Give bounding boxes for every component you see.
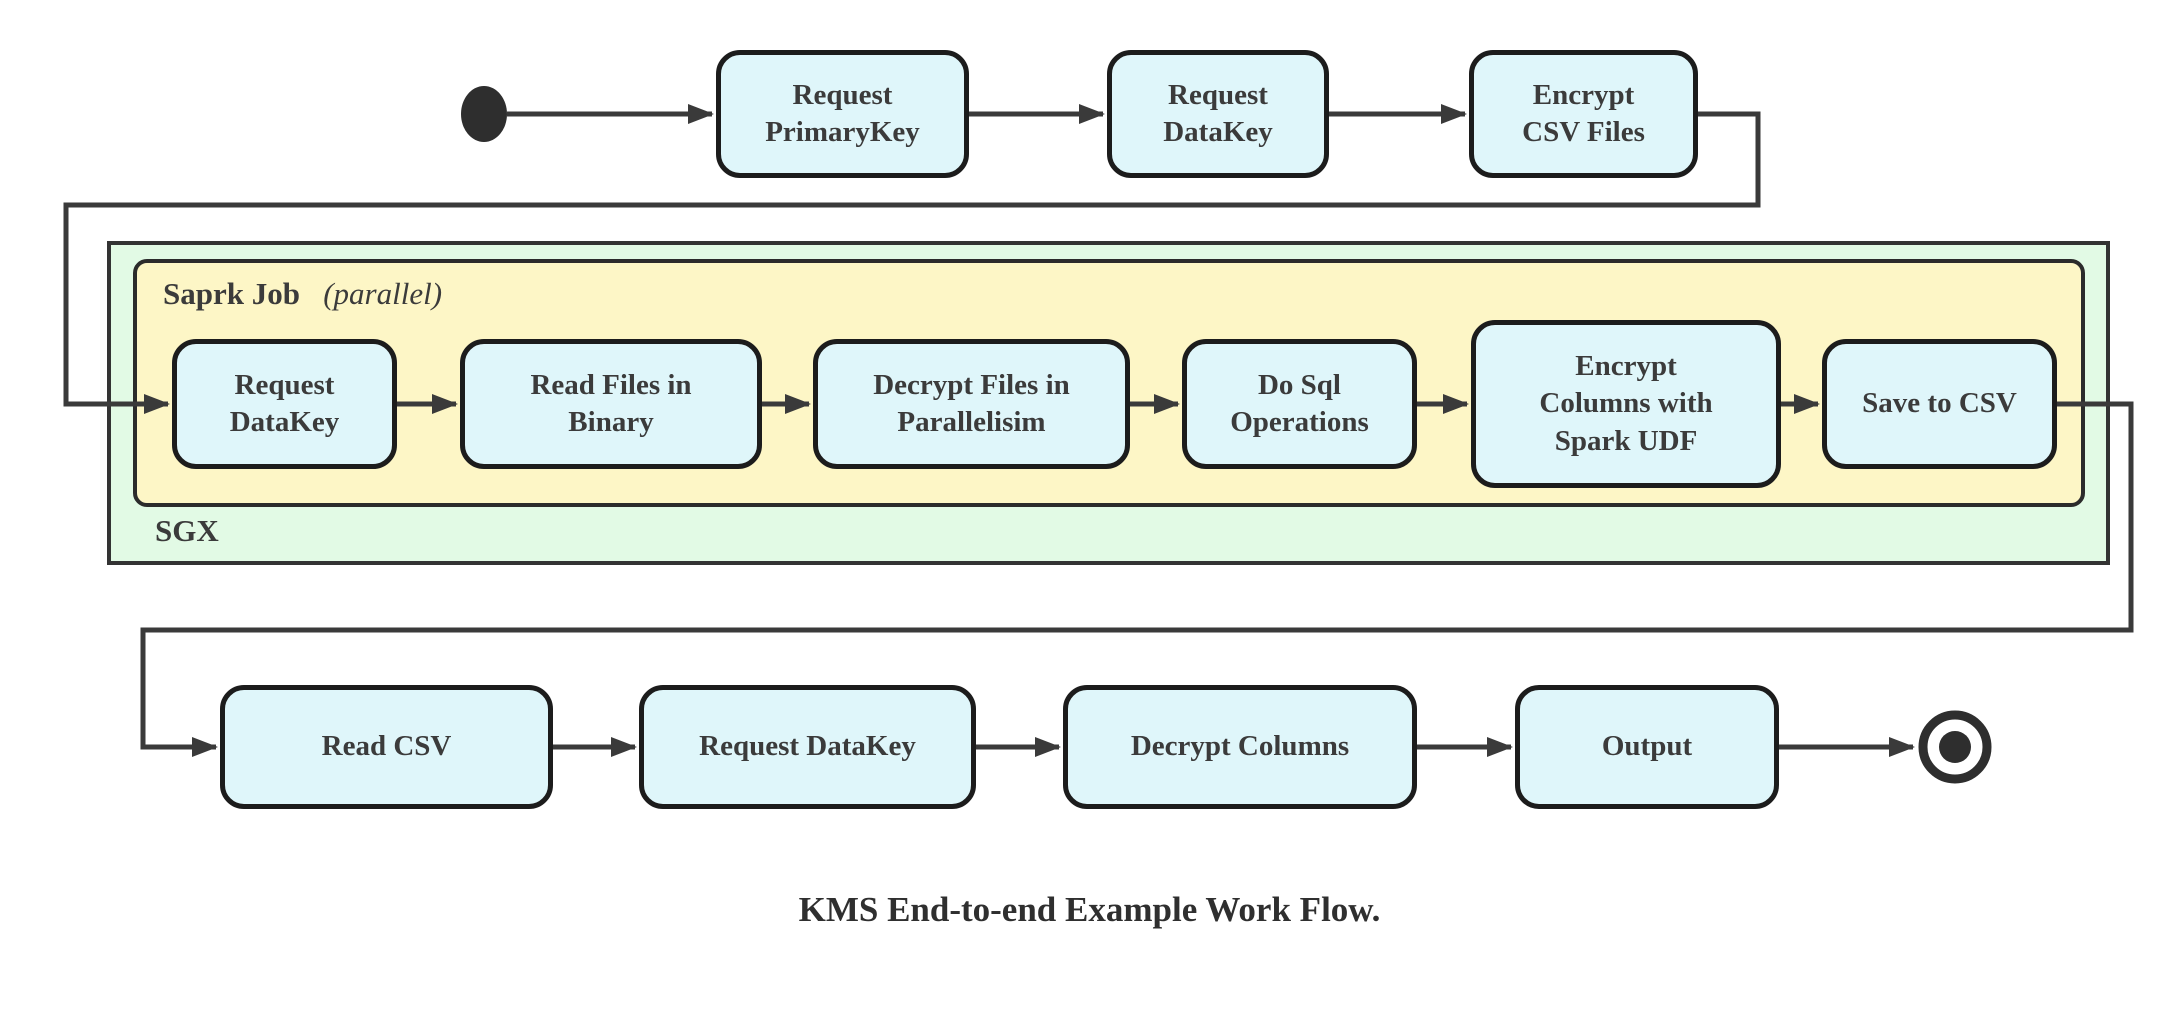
node-do-sql-operations: Do Sql Operations — [1182, 339, 1417, 469]
node-decrypt-files-in-parallelisim: Decrypt Files in Parallelisim — [813, 339, 1130, 469]
arrow-encrypt-csv-files-to-sgx-request-datakey — [63, 111, 1761, 414]
node-request-datakey-top: Request DataKey — [1107, 50, 1329, 178]
node-request-datakey-bottom: Request DataKey — [639, 685, 976, 809]
start-node-icon — [461, 86, 507, 142]
node-read-csv: Read CSV — [220, 685, 553, 809]
diagram-caption: KMS End-to-end Example Work Flow. — [798, 890, 1381, 929]
spark-job-title: Saprk Job — [163, 276, 300, 311]
node-encrypt-columns-with-spark-udf: Encrypt Columns with Spark UDF — [1471, 320, 1781, 488]
node-read-files-in-binary: Read Files in Binary — [460, 339, 762, 469]
node-decrypt-columns: Decrypt Columns — [1063, 685, 1417, 809]
node-encrypt-csv-files: Encrypt CSV Files — [1469, 50, 1698, 178]
node-save-to-csv: Save to CSV — [1822, 339, 2057, 469]
end-node-dot-icon — [1939, 731, 1971, 763]
arrow-save-to-csv-to-read-csv — [140, 401, 2134, 757]
node-output: Output — [1515, 685, 1779, 809]
node-request-datakey-sgx: Request DataKey — [172, 339, 397, 469]
sgx-label: SGX — [155, 513, 219, 548]
node-request-primarykey: Request PrimaryKey — [716, 50, 969, 178]
spark-job-qualifier: (parallel) — [323, 276, 443, 311]
spark-job-label: Saprk Job (parallel) — [163, 276, 442, 312]
